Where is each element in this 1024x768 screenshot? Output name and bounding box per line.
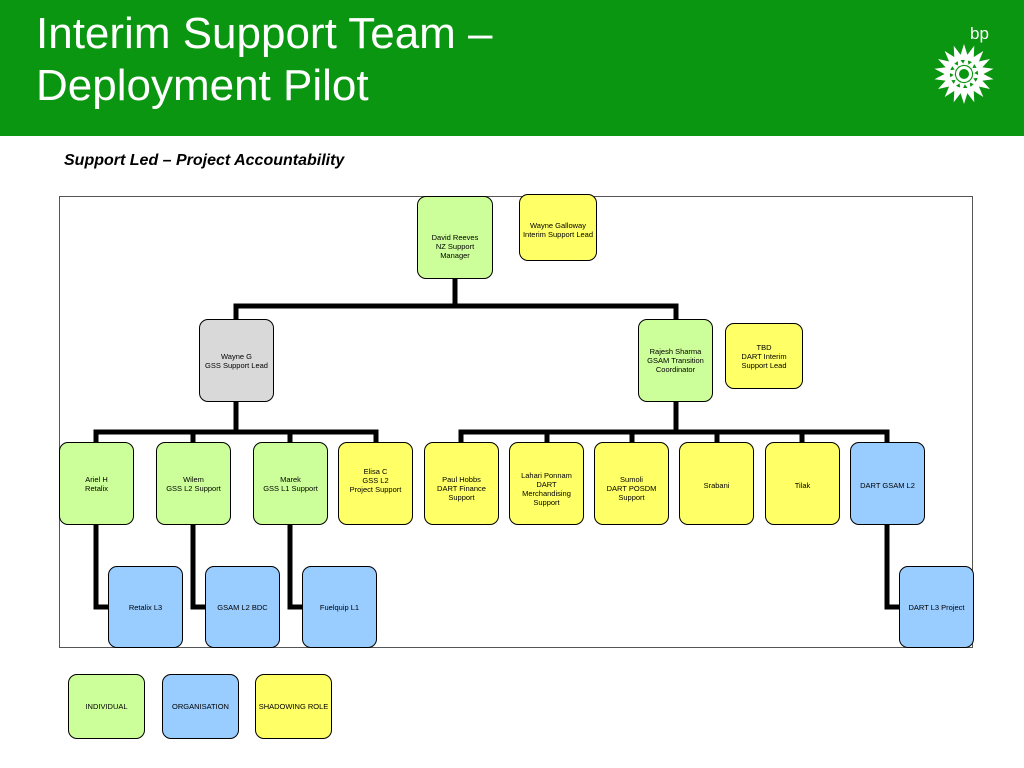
node-rajesh-sharma: Rajesh Sharma GSAM Transition Coordinato… <box>638 319 713 402</box>
node-retalix-l3: Retalix L3 <box>108 566 183 648</box>
node-fuelquip-l1: Fuelquip L1 <box>302 566 377 648</box>
node-gsam-l2-bdc: GSAM L2 BDC <box>205 566 280 648</box>
node-marek: Marek GSS L1 Support <box>253 442 328 525</box>
node-david-reeves: David Reeves NZ Support Manager <box>417 196 493 279</box>
node-lahari-ponnam: Lahari Ponnam DART Merchandising Support <box>509 442 584 525</box>
title-line-1: Interim Support Team – <box>36 9 493 58</box>
org-chart-frame <box>59 196 973 648</box>
node-wayne-g: Wayne G GSS Support Lead <box>199 319 274 402</box>
node-sumoli: Sumoli DART POSDM Support <box>594 442 669 525</box>
node-paul-hobbs: Paul Hobbs DART Finance Support <box>424 442 499 525</box>
header-banner: Interim Support Team – Deployment Pilot … <box>0 0 1024 136</box>
node-dart-gsam-l2: DART GSAM L2 <box>850 442 925 525</box>
node-elisa-c: Elisa C GSS L2 Project Support <box>338 442 413 525</box>
node-srabani: Srabani <box>679 442 754 525</box>
legend-organisation: ORGANISATION <box>162 674 239 739</box>
title-line-2: Deployment Pilot <box>36 61 369 110</box>
node-ariel-h: Ariel H Retalix <box>59 442 134 525</box>
node-tbd: TBD DART Interim Support Lead <box>725 323 803 389</box>
logo-text: bp <box>970 24 989 43</box>
node-tilak: Tilak <box>765 442 840 525</box>
page-title: Interim Support Team – Deployment Pilot <box>36 8 493 112</box>
diagram-subtitle: Support Led – Project Accountability <box>64 152 345 169</box>
node-dart-l3-project: DART L3 Project <box>899 566 974 648</box>
node-wilem: Wilem GSS L2 Support <box>156 442 231 525</box>
node-wayne-galloway: Wayne Galloway Interim Support Lead <box>519 194 597 261</box>
legend-shadowing-role: SHADOWING ROLE <box>255 674 332 739</box>
legend-individual: INDIVIDUAL <box>68 674 145 739</box>
bp-helios-logo-icon <box>934 44 994 104</box>
